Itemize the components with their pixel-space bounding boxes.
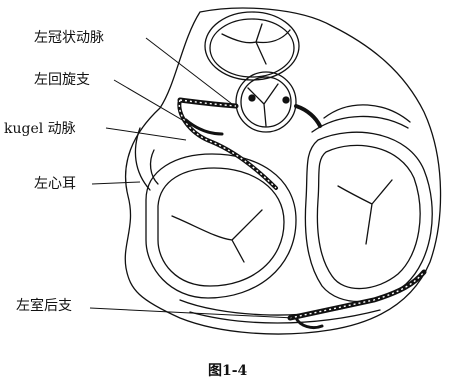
pulmonary-valve [205, 12, 299, 80]
heart-base-outline [125, 8, 440, 334]
tricuspid-valve [305, 132, 432, 301]
label-left-coronary-artery: 左冠状动脉 [34, 30, 104, 46]
label-left-auricle: 左心耳 [34, 176, 76, 192]
leader-kugel [106, 128, 186, 140]
label-left-circumflex: 左回旋支 [34, 72, 90, 88]
leader-posterior-lv [90, 308, 294, 318]
label-posterior-lv-branch: 左室后支 [16, 298, 72, 314]
posterior-lv-branch-vessel [290, 272, 424, 318]
mitral-valve [146, 154, 296, 298]
figure-caption: 图1-4 [208, 360, 247, 380]
leader-left-auricle [92, 182, 140, 184]
label-kugel-artery: kugel 动脉 [4, 121, 76, 137]
leader-left-circumflex [114, 80, 196, 128]
